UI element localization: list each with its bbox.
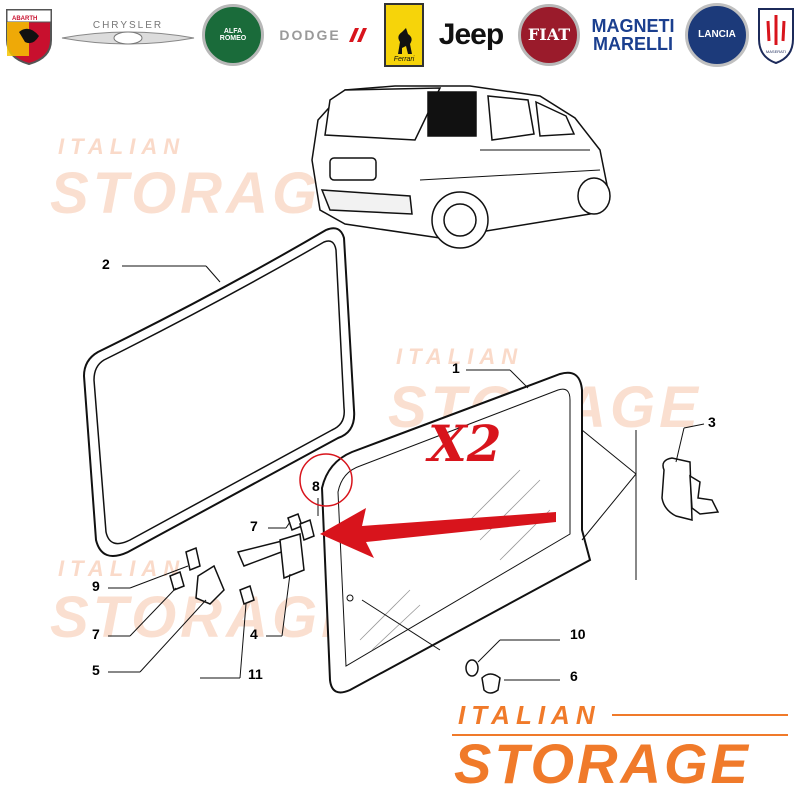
quantity-note: X2 <box>428 414 502 473</box>
glass-mount-hole <box>346 594 354 602</box>
alfa-romeo-logo: ALFA ROMEO <box>202 4 264 66</box>
part-9-washer <box>185 546 201 572</box>
part-7-screw-lower <box>169 570 185 592</box>
ferrari-logo: Ferrari <box>384 3 424 67</box>
part-1-glass-inner-edge <box>337 388 571 667</box>
callout-11: 11 <box>248 666 263 682</box>
part-1-side-glass <box>320 371 592 694</box>
jeep-text: Jeep <box>438 18 504 51</box>
abarth-logo: ABARTH <box>2 4 56 66</box>
window-highlight <box>427 91 477 137</box>
vehicle-illustration <box>311 85 611 249</box>
red-arrow <box>320 508 556 558</box>
magneti-marelli-logo: MAGNETI MARELLI <box>586 4 680 66</box>
jeep-logo: Jeep <box>428 4 514 66</box>
ferrari-text: Ferrari <box>393 56 415 63</box>
callout-10: 10 <box>570 626 586 642</box>
logo-storage-text: STORAGE <box>454 732 751 795</box>
callout-2: 2 <box>102 256 110 272</box>
magneti-text: MAGNETI <box>591 16 675 36</box>
part-6-cap <box>481 673 501 694</box>
maserati-text: MASERATI <box>765 49 787 54</box>
alfa-romeo-text: ALFA ROMEO <box>219 28 247 42</box>
part-2-glass-seal <box>82 227 356 557</box>
callout-1: 1 <box>452 360 460 376</box>
brand-logo-bar: ABARTH CHRYSLER ALFA ROMEO DODGE Ferrari… <box>0 0 800 72</box>
part-2-glass-seal-inner <box>93 240 345 545</box>
fiat-text: FIAT <box>527 25 571 44</box>
highlight-circle <box>299 453 353 507</box>
lancia-logo: LANCIA <box>684 3 750 67</box>
chrysler-logo: CHRYSLER <box>60 4 196 66</box>
logo-italian-text: ITALIAN <box>458 700 601 730</box>
callout-7-lower: 7 <box>92 626 100 642</box>
callout-4: 4 <box>250 626 258 642</box>
callout-6: 6 <box>570 668 578 684</box>
lancia-text: LANCIA <box>698 29 736 40</box>
part-5-bracket <box>195 564 225 605</box>
callout-5: 5 <box>92 662 100 678</box>
marelli-text: MARELLI <box>593 34 673 54</box>
leader-lines <box>108 265 705 681</box>
callout-8: 8 <box>312 478 320 494</box>
callout-7-upper: 7 <box>250 518 258 534</box>
part-10-spacer <box>465 659 479 677</box>
part-11-bolt <box>239 584 255 606</box>
maserati-logo: MASERATI <box>754 4 798 66</box>
dodge-logo: DODGE <box>268 4 378 66</box>
callout-9: 9 <box>92 578 100 594</box>
part-7-screw-upper <box>287 513 303 531</box>
fiat-logo: FIAT <box>518 4 580 66</box>
logo-rule-mid <box>452 734 788 736</box>
callout-3: 3 <box>708 414 716 430</box>
dodge-text: DODGE <box>279 27 341 43</box>
abarth-text: ABARTH <box>12 16 38 22</box>
logo-rule-top <box>612 714 788 716</box>
hinge-assembly <box>169 513 501 694</box>
chrysler-text: CHRYSLER <box>92 20 164 31</box>
part-3-clip <box>581 429 720 580</box>
part-8-fixing <box>299 518 315 542</box>
italian-storage-logo: ITALIAN STORAGE <box>452 700 792 796</box>
